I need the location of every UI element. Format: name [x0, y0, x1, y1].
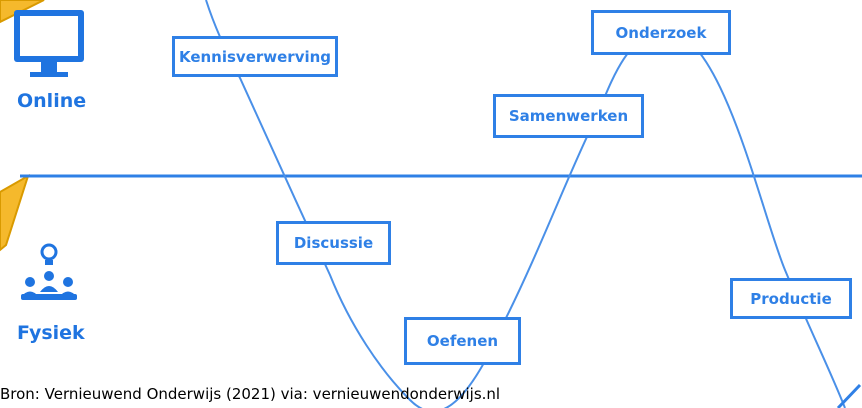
stage-oefenen: Oefenen	[404, 317, 521, 365]
arrow-bottom-icon	[0, 173, 30, 252]
stage-samenwerken: Samenwerken	[493, 94, 644, 138]
stage-kennisverwerving: Kennisverwerving	[172, 36, 338, 77]
stage-onderzoek: Onderzoek	[591, 10, 731, 55]
stage-productie: Productie	[730, 278, 852, 319]
mode-label-fysiek: Fysiek	[17, 322, 85, 344]
people-lightbulb-icon	[21, 243, 77, 300]
source-caption: Bron: Vernieuwend Onderwijs (2021) via: …	[0, 385, 501, 403]
learning-wave	[205, 0, 846, 408]
wave-arrowhead-icon	[836, 383, 862, 408]
stage-discussie: Discussie	[276, 221, 391, 265]
monitor-icon	[14, 10, 84, 77]
mode-label-online: Online	[17, 90, 87, 112]
